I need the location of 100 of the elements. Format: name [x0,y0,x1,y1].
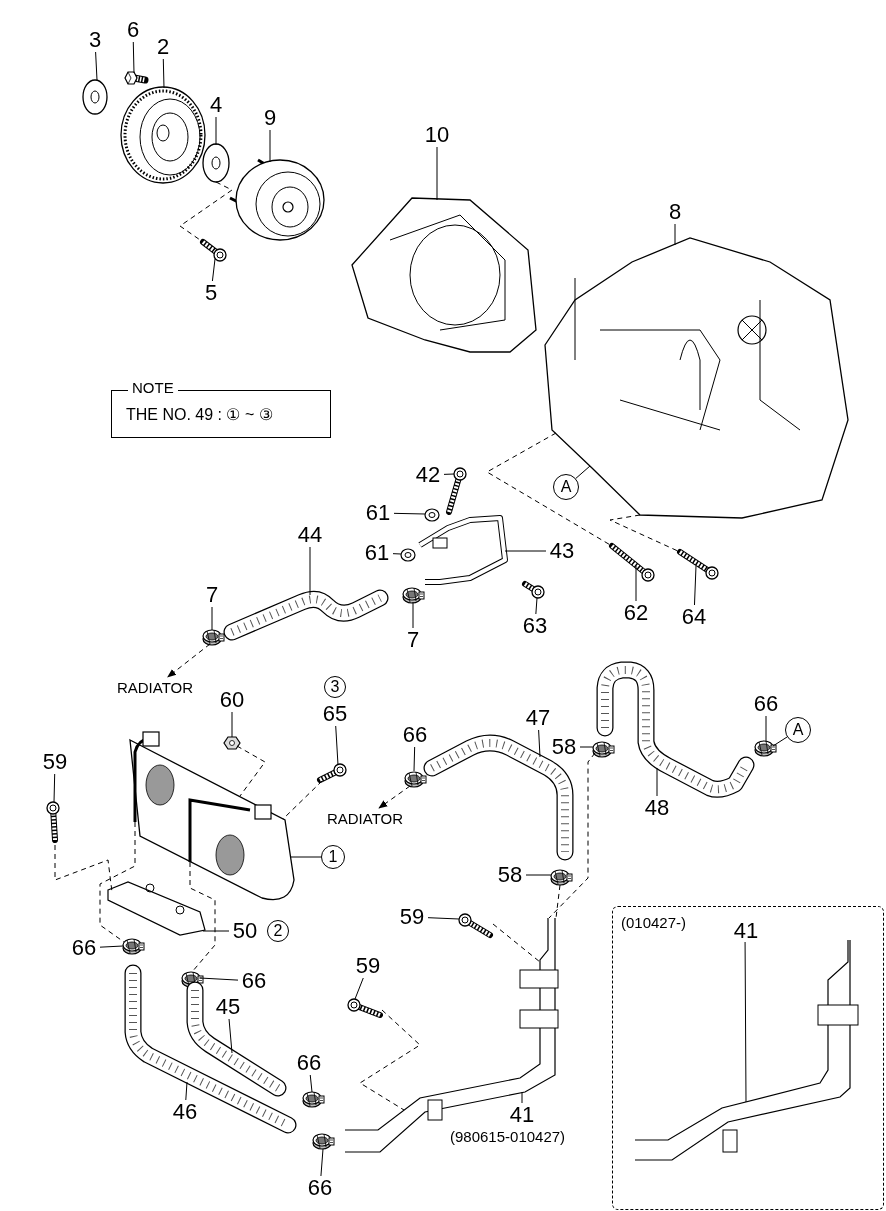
leader-line [53,773,56,803]
callout-number: 44 [294,523,326,547]
callout-number: 9 [260,106,280,130]
drive-plate-drawing [82,79,108,115]
leader-line [99,945,124,948]
callout-number: 3 [85,28,105,52]
callout-number: 66 [399,723,431,747]
hose-clamp-drawing [302,1091,325,1108]
leader-line [199,977,239,981]
leader-line [211,606,213,631]
callout-number: 4 [206,93,226,117]
oil-hose-drawing [223,589,389,641]
callout-number: 66 [750,692,782,716]
callout-number: 66 [238,969,270,993]
callout-number: 48 [641,796,673,820]
circled-reference: A [553,474,579,500]
torque-converter-drawing [229,158,325,241]
dashed-guide-line [555,884,561,919]
dashed-guide-line [189,861,216,973]
oil-cooler-drawing [129,731,295,901]
callout-number: 5 [201,281,221,305]
leader-line [290,856,322,858]
leader-line [443,473,455,475]
leader-line [427,917,460,920]
callout-number: 10 [421,123,453,147]
leader-line [231,711,233,738]
leader-line [579,746,594,748]
bolt-drawing [609,543,655,582]
hose-clamp-drawing [202,629,225,646]
washer-drawing [424,508,440,522]
hose-clamp-drawing [550,869,573,886]
leader-line [269,129,271,163]
date-range-label: (010427-) [621,915,687,930]
leader-line [504,550,547,552]
callout-number: 41 [506,1103,538,1127]
callout-number: 62 [620,601,652,625]
callout-number: 66 [293,1051,325,1075]
callout-number: 43 [546,539,578,563]
leader-line [693,565,697,606]
leader-line [132,41,135,74]
hose-clamp-drawing [404,771,427,788]
bolt-drawing [458,913,493,938]
hose-clamp-drawing [402,587,425,604]
leader-line [320,1148,324,1177]
leader-line [535,597,538,615]
leader-line [215,116,217,146]
leader-line [413,746,416,772]
arrow [167,643,211,678]
callout-number: 63 [519,614,551,638]
leader-line [525,874,552,876]
bolt-drawing [522,581,545,599]
converter-housing-drawing [351,197,537,353]
leader-line [309,546,311,596]
transmission-drawing [544,237,849,519]
dashed-guide-line [179,181,233,243]
circled-reference: 1 [321,845,345,869]
note-text: THE NO. 49 : ① ~ ③ [126,407,273,423]
callout-number: 2 [153,35,173,59]
leader-line [635,565,637,602]
callout-number: 58 [548,735,580,759]
callout-number: 61 [361,541,393,565]
callout-number: 41 [730,919,762,943]
callout-number: 7 [403,628,423,652]
hose-clamp-drawing [754,740,777,757]
callout-number: 59 [39,750,71,774]
dashed-guide-line [54,844,113,893]
callout-number: 66 [68,936,100,960]
dashed-guide-line [99,821,136,943]
bolt-drawing [446,467,467,515]
callout-number: 46 [169,1100,201,1124]
hose-clamp-drawing [592,741,615,758]
dashed-guide-line [236,745,266,797]
date-range-label: (980615-010427) [450,1129,566,1144]
leader-line [656,767,658,797]
bolt-drawing [124,71,149,85]
callout-number: 7 [202,583,222,607]
circled-reference: 2 [267,920,289,942]
callout-number: 47 [522,706,554,730]
drive-plate-drawing [202,143,230,183]
cooler-pipe-drawing [634,939,859,1161]
hose-clamp-drawing [181,971,204,988]
leader-line [393,512,426,515]
leader-line [95,51,98,81]
leader-line [354,977,364,1000]
oil-pipe-drawing [418,515,508,585]
circled-reference: A [785,717,811,743]
leader-line [185,1081,188,1101]
leader-line [211,258,216,282]
callout-number: 59 [396,905,428,929]
arrow [378,785,411,809]
callout-number: 45 [212,995,244,1019]
oil-hose-drawing [124,964,297,1134]
leader-line [521,1091,523,1104]
leader-line [674,223,676,246]
bolt-drawing [200,239,227,262]
flywheel-drawing [120,86,206,184]
dashed-guide-line [359,1009,421,1111]
leader-line [228,1018,233,1054]
direction-label: RADIATOR [105,677,205,697]
bolt-drawing [46,801,60,843]
